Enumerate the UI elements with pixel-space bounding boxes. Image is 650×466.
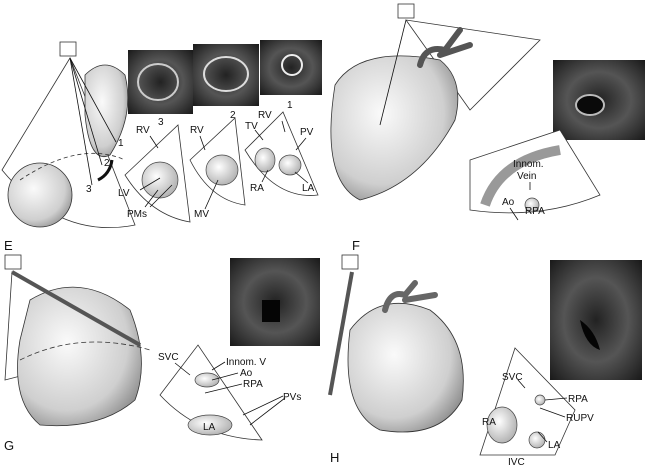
label-innom-v: Innom. V bbox=[226, 357, 266, 368]
plane-label-3: 3 bbox=[86, 184, 92, 195]
label-rv: RV bbox=[136, 125, 150, 136]
echo-label-2: 2 bbox=[230, 110, 236, 121]
label-pms: PMs bbox=[127, 209, 147, 220]
label-mv: MV bbox=[194, 209, 209, 220]
echo-image-2 bbox=[193, 44, 259, 106]
label-rv: RV bbox=[258, 110, 272, 121]
panel-h: SVC RPA RUPV RA LA IVC H bbox=[328, 254, 642, 466]
label-ra: RA bbox=[482, 417, 496, 428]
echo-image-1 bbox=[260, 40, 322, 95]
transducer-icon bbox=[59, 41, 77, 57]
label-lv: LV bbox=[118, 188, 130, 199]
label-ao: Ao bbox=[502, 197, 515, 208]
heart-illustration bbox=[17, 286, 142, 427]
plane-label-1: 1 bbox=[118, 138, 124, 149]
label-tv: TV bbox=[245, 121, 258, 132]
label-la: LA bbox=[302, 183, 315, 194]
label-la: LA bbox=[203, 422, 216, 433]
label-innom-vein: Vein bbox=[517, 171, 536, 182]
label-rpa: RPA bbox=[525, 206, 545, 217]
panel-letter-h: H bbox=[330, 450, 339, 465]
label-svc: SVC bbox=[502, 372, 523, 383]
section-diagram bbox=[469, 129, 601, 214]
label-ivc: IVC bbox=[508, 457, 525, 466]
panel-letter-f: F bbox=[352, 238, 360, 253]
label-innom-vein: Innom. bbox=[513, 159, 544, 170]
panel-letter-e: E bbox=[4, 238, 13, 253]
section-diagram-1 bbox=[244, 111, 319, 196]
label-ra: RA bbox=[250, 183, 264, 194]
heart-illustration bbox=[84, 64, 129, 157]
label-rv: RV bbox=[190, 125, 204, 136]
transducer-icon bbox=[341, 254, 359, 270]
label-svc: SVC bbox=[158, 352, 179, 363]
transducer-icon bbox=[397, 3, 415, 19]
echo-label-1: 1 bbox=[287, 100, 293, 111]
label-la: LA bbox=[548, 440, 561, 451]
label-ao: Ao bbox=[240, 368, 253, 379]
panel-letter-g: G bbox=[4, 438, 14, 453]
echo-label-3: 3 bbox=[158, 117, 164, 128]
label-pv: PV bbox=[300, 127, 314, 138]
label-rpa: RPA bbox=[243, 379, 263, 390]
plane-label-2: 2 bbox=[104, 158, 110, 169]
heart-apex-section bbox=[7, 162, 73, 228]
panel-g: SVC Innom. V Ao RPA PVs LA G bbox=[4, 254, 320, 453]
label-rpa: RPA bbox=[568, 394, 588, 405]
heart-illustration bbox=[330, 55, 459, 201]
label-rupv: RUPV bbox=[566, 413, 594, 424]
label-pvs: PVs bbox=[283, 392, 301, 403]
heart-illustration bbox=[347, 303, 464, 433]
rotation-arrow-icon bbox=[97, 159, 114, 182]
panel-f: Innom. Vein Ao RPA F bbox=[330, 3, 645, 253]
transducer-icon bbox=[4, 254, 22, 270]
echo-image bbox=[550, 260, 642, 380]
panel-e: 1 2 3 3 2 1 RV RV RV TV PV LV PMs MV RA … bbox=[1, 40, 322, 253]
